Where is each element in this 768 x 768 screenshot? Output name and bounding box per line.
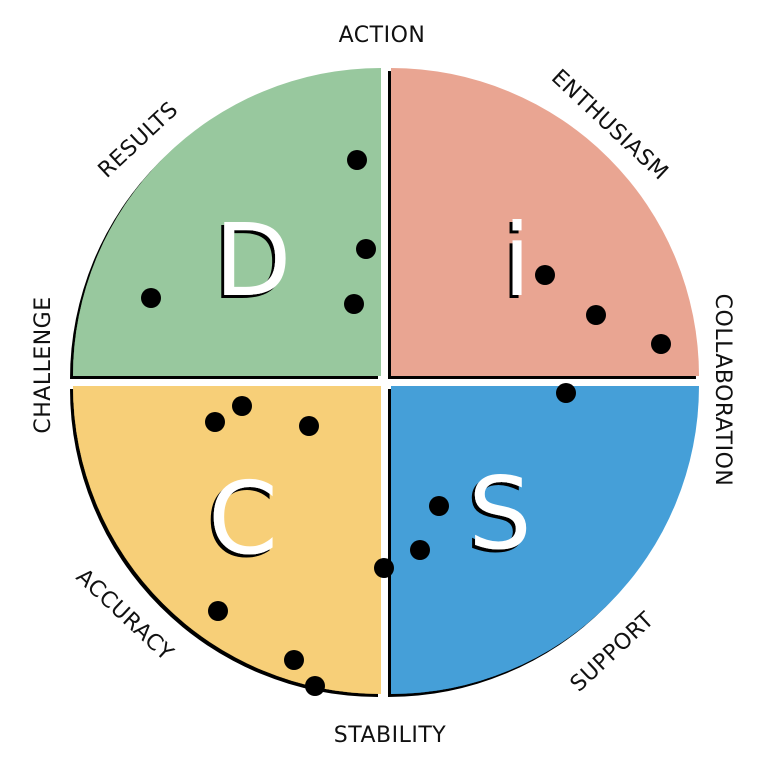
- label-challenge: CHALLENGE: [31, 296, 56, 433]
- label-stability: STABILITY: [334, 723, 447, 748]
- dot: [284, 650, 304, 670]
- dot: [374, 558, 394, 578]
- dot: [141, 288, 161, 308]
- dot: [208, 601, 228, 621]
- dot: [347, 150, 367, 170]
- dot: [344, 294, 364, 314]
- letter-d: D: [214, 202, 291, 319]
- dot: [305, 676, 325, 696]
- quadrant-s: [391, 386, 699, 694]
- dot: [556, 383, 576, 403]
- label-action: ACTION: [339, 23, 426, 48]
- label-collaboration: COLLABORATION: [710, 294, 735, 487]
- dot: [429, 496, 449, 516]
- quadrant-i: [391, 68, 699, 376]
- dot: [356, 239, 376, 259]
- letter-i: i: [503, 202, 531, 319]
- dot: [651, 334, 671, 354]
- dot: [232, 396, 252, 416]
- dot: [586, 305, 606, 325]
- dot: [205, 412, 225, 432]
- dot: [299, 416, 319, 436]
- dot: [410, 540, 430, 560]
- letter-c: C: [208, 460, 278, 577]
- letter-s: S: [468, 455, 531, 572]
- quadrant-c: [73, 386, 381, 694]
- dot: [535, 265, 555, 285]
